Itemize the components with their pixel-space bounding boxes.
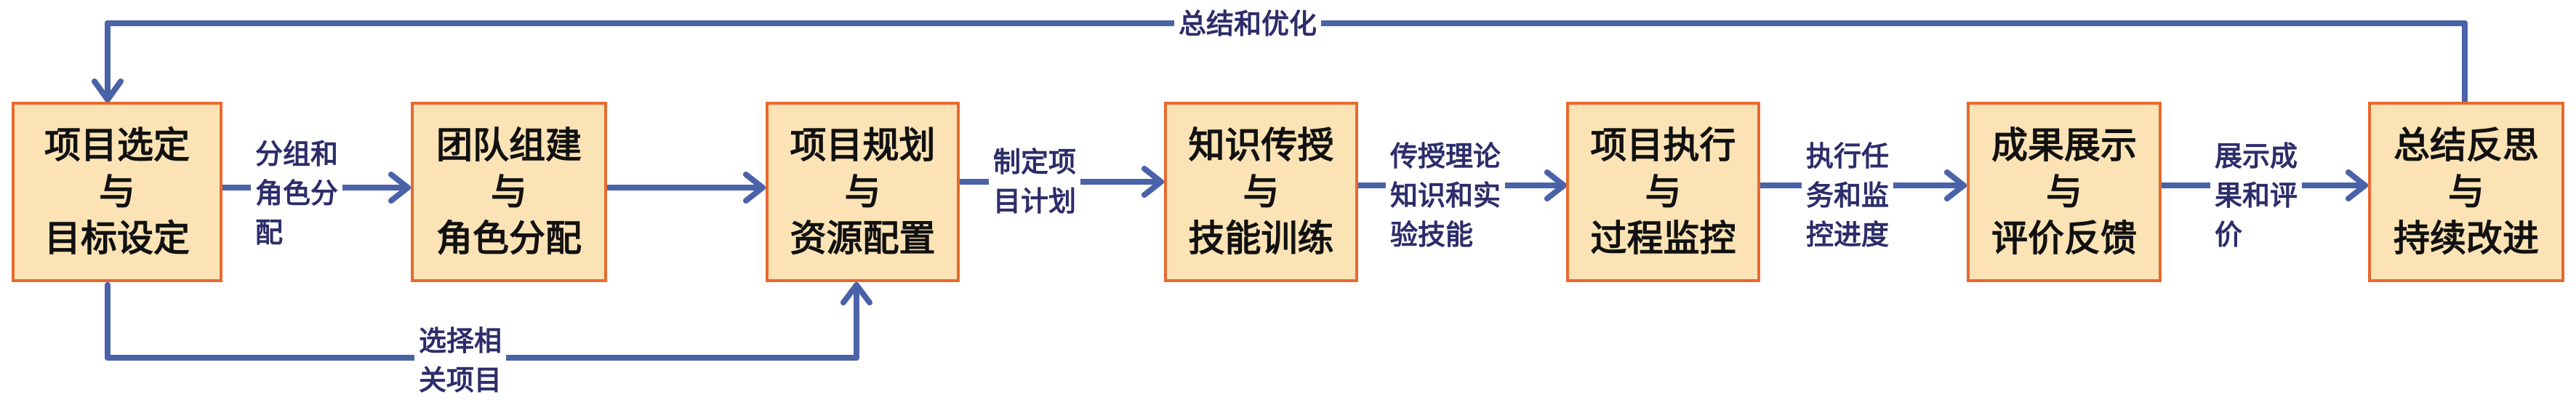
edge-label-planning: 制定项 目计划: [989, 143, 1081, 221]
edge-label-grouping: 分组和 角色分 配: [251, 135, 343, 252]
edge-label-presenting: 展示成 果和评 价: [2210, 137, 2303, 254]
step-text: 目标设定: [44, 217, 190, 260]
step-text: 技能训练: [1188, 217, 1334, 260]
label-line: 角色分: [255, 177, 339, 209]
step-text: 与: [844, 170, 881, 213]
edge-label-teaching: 传授理论 知识和实 验技能: [1386, 137, 1506, 254]
step-team-building: 团队组建 与 角色分配: [411, 102, 607, 282]
label-line: 制定项: [993, 145, 1077, 178]
step-text: 成果展示: [1991, 124, 2137, 167]
label-line: 分组和: [255, 137, 339, 170]
step-text: 角色分配: [436, 217, 582, 260]
label-line: 验技能: [1390, 218, 1474, 251]
label-line: 果和评: [2215, 179, 2298, 212]
step-text: 与: [1645, 170, 1682, 213]
step-text: 与: [491, 170, 527, 213]
label-line: 价: [2215, 218, 2243, 251]
label-line: 选择相: [419, 324, 502, 357]
step-reflection-improvement: 总结反思 与 持续改进: [2368, 102, 2564, 282]
step-text: 评价反馈: [1991, 217, 2137, 260]
arrow-2-3: [603, 172, 766, 204]
label-line: 关项目: [419, 364, 502, 396]
step-text: 持续改进: [2394, 217, 2539, 260]
step-text: 知识传授: [1188, 124, 1334, 167]
feedback-bottom-label: 选择相 关项目: [414, 321, 507, 400]
step-text: 总结反思: [2394, 124, 2539, 167]
step-text: 项目选定: [44, 124, 190, 167]
step-text: 项目规划: [790, 124, 936, 167]
step-text: 资源配置: [790, 217, 936, 260]
label-line: 展示成: [2215, 140, 2298, 172]
label-line: 配: [255, 216, 284, 249]
label-line: 目计划: [993, 185, 1077, 217]
step-text: 与: [99, 170, 135, 213]
step-text: 与: [1243, 170, 1280, 213]
step-text: 与: [2448, 170, 2484, 213]
step-text: 团队组建: [436, 124, 582, 167]
label-line: 执行任: [1806, 140, 1890, 172]
edge-label-executing: 执行任 务和监 控进度: [1802, 137, 1894, 254]
label-line: 传授理论: [1390, 140, 1501, 172]
step-knowledge-training: 知识传授 与 技能训练: [1164, 102, 1358, 282]
step-project-planning: 项目规划 与 资源配置: [766, 102, 960, 282]
step-project-selection: 项目选定 与 目标设定: [12, 102, 222, 282]
label-line: 务和监: [1806, 179, 1890, 212]
step-text: 项目执行: [1590, 124, 1736, 167]
step-execution-monitoring: 项目执行 与 过程监控: [1566, 102, 1760, 282]
label-line: 控进度: [1806, 218, 1890, 251]
step-results-evaluation: 成果展示 与 评价反馈: [1967, 102, 2162, 282]
step-text: 过程监控: [1590, 217, 1736, 260]
step-text: 与: [2046, 170, 2082, 213]
feedback-top-label: 总结和优化: [1174, 4, 1322, 44]
label-line: 知识和实: [1390, 179, 1501, 212]
